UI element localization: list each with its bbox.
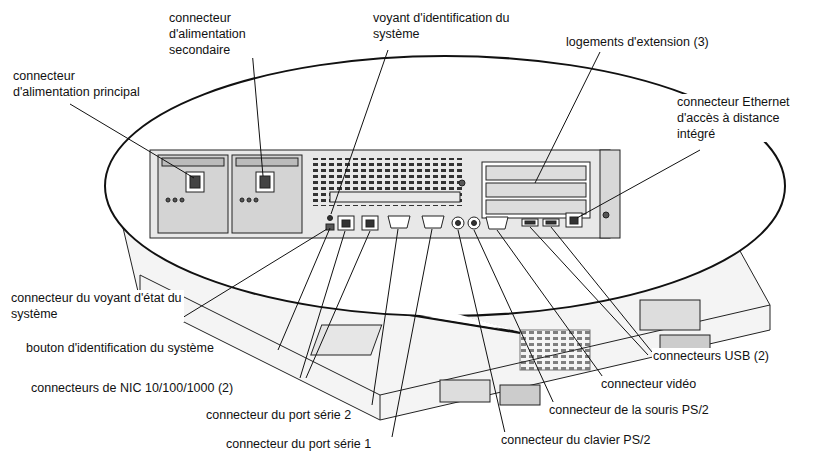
leader-lines (70, 50, 700, 437)
part-label: connecteur du port série 1 (225, 436, 372, 452)
part-label: connecteur du port série 2 (205, 407, 352, 423)
part-label: voyant d'identification du système (372, 10, 514, 42)
part-label: connecteur Ethernet d'accès à distance i… (676, 94, 812, 142)
part-label: connecteurs de NIC 10/100/1000 (2) (30, 380, 234, 396)
part-label: logements d'extension (3) (565, 34, 710, 50)
part-label: connecteur du voyant d'état du système (10, 290, 184, 322)
part-label: bouton d'identification du système (25, 340, 215, 356)
part-label: connecteur d'alimentation secondaire (168, 10, 295, 58)
part-label: connecteur d'alimentation principal (12, 68, 154, 100)
part-label: connecteur vidéo (600, 376, 697, 392)
part-label: connecteur du clavier PS/2 (500, 432, 651, 448)
back-panel (150, 150, 620, 238)
part-label: connecteur de la souris PS/2 (548, 402, 710, 418)
part-label: connecteurs USB (2) (652, 348, 770, 364)
